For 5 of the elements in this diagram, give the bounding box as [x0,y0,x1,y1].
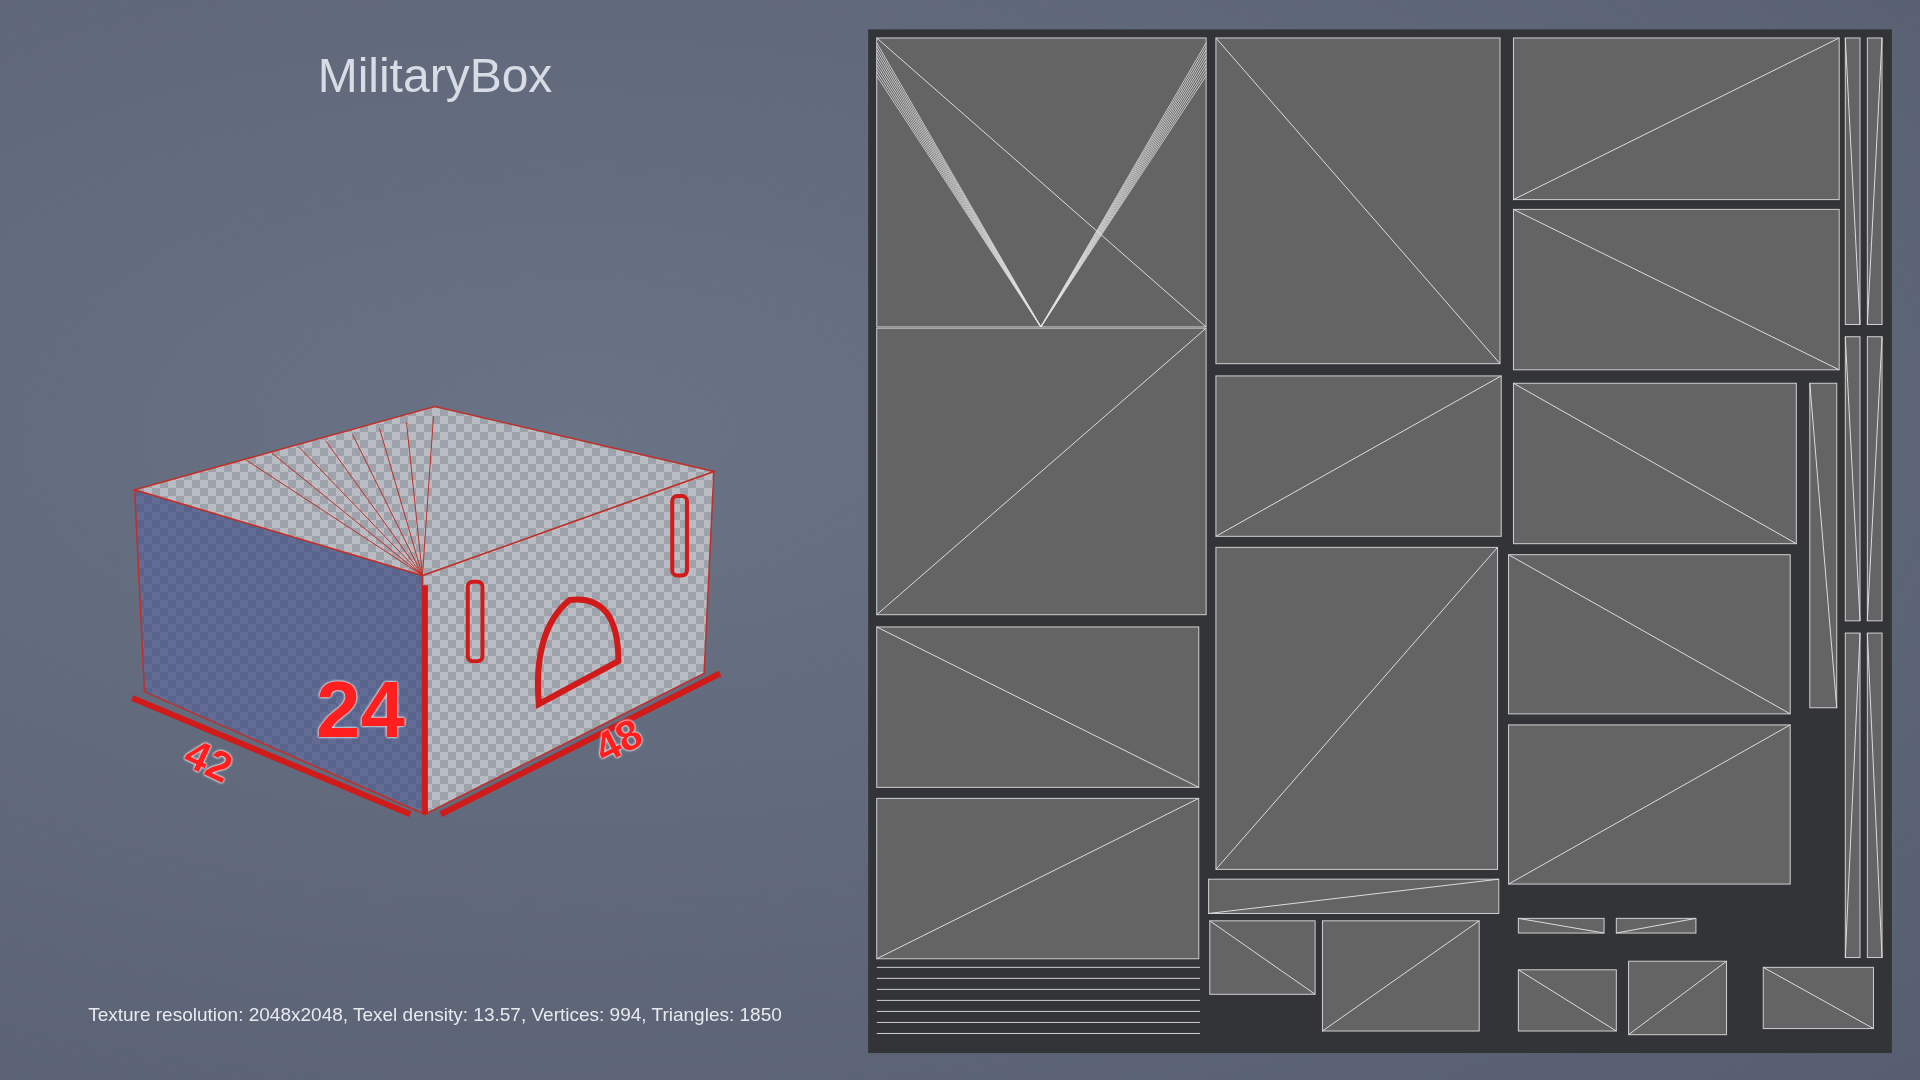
title: MilitaryBox [316,48,554,103]
dimension-label: 48 [588,711,649,771]
dimension-label: 42 [178,732,239,790]
dimension-label: 24 [316,670,405,750]
caption: Texture resolution: 2048x2048, Texel density: 13.57, Vertices: 994, Triangles: 1850 [87,1004,783,1026]
